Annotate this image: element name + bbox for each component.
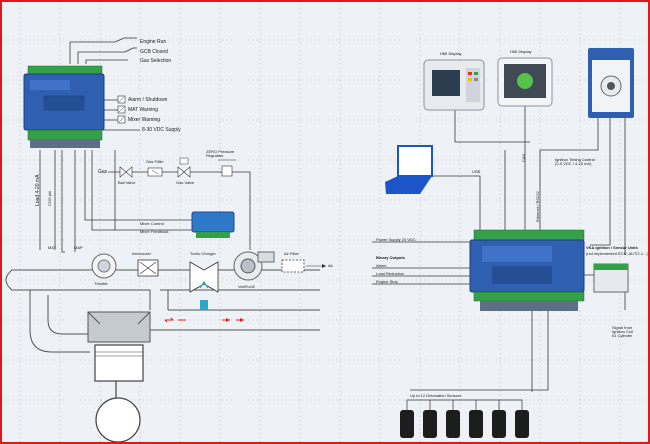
relay-switches — [118, 96, 125, 123]
air-filter — [281, 259, 326, 273]
throttle — [91, 253, 117, 279]
engine-stop-label: Engine Stop — [376, 279, 398, 284]
engine-cylinder — [87, 311, 151, 443]
gas-valve-label: Gas Valve — [176, 180, 195, 185]
sensors-label: Up to 12 Detonation Sensors — [410, 393, 462, 398]
hmi1-label: HMI Display — [440, 51, 462, 56]
air-filter-label: Air Filter — [284, 251, 299, 256]
left-controller — [23, 65, 105, 148]
detonation-sensors — [400, 399, 529, 438]
mixer-control-label: Mixer Control — [140, 221, 164, 226]
ignition-timing-label: Ignition Timing Control (0-5 VDC / 4-20 … — [555, 157, 595, 166]
binary-outputs-label: Binary Outputs — [376, 255, 405, 260]
hmi-display-2 — [497, 57, 553, 107]
knock-unit — [593, 263, 629, 293]
gas-label: Gas — [98, 169, 108, 175]
intercooler-label: Intercooler — [132, 251, 151, 256]
knock-title-label: VKA Ignition / Sensor Units — [586, 245, 638, 250]
usb-label: USB — [472, 169, 481, 174]
regulator-label: ZERO Pressure Regulator — [206, 149, 235, 158]
input-gas-selection: Gas Selection — [140, 58, 172, 64]
load-reduction-label: Load Reduction — [376, 271, 405, 276]
knock-sub-label: (not implemented ECU, AUTO-1...) — [586, 251, 648, 256]
throttle-label: Throttle — [94, 281, 108, 286]
intercooler — [137, 259, 159, 277]
gas-filter-label: Gas Filter — [146, 159, 164, 164]
laptop — [385, 145, 433, 194]
mixer-feedback-label: Mixer Feedback — [140, 229, 169, 234]
ball-valve-label: Ball Valve — [118, 180, 136, 185]
turbo-charger-label: Turbo Charger — [190, 251, 216, 256]
gas-train — [119, 157, 236, 178]
power-supply-label: Power Supply 24 VDC — [376, 237, 416, 242]
mixer-driver — [191, 211, 235, 238]
venturi-mixer — [233, 251, 275, 281]
flow-arrows — [164, 317, 244, 323]
hmi-display-1 — [423, 59, 485, 111]
mat-label: MAT — [48, 245, 57, 250]
output-mat-warning: MAT Warning — [128, 107, 158, 113]
venturi-label: VariFuel2 — [238, 284, 255, 289]
signal-from-label: Signal from Ignition Coil #1 Cylinder — [612, 325, 633, 338]
input-engine-run: Engine Run — [140, 39, 167, 45]
air-label: Air — [328, 263, 333, 268]
map-label: MAP — [74, 245, 83, 250]
hmi2-label: HMI Display — [510, 49, 532, 54]
output-supply: 8-30 VDC Supply — [142, 127, 181, 133]
turbo-charger — [189, 261, 219, 310]
ignition-unit — [588, 48, 634, 118]
output-alarm: Alarm / Shutdown — [128, 97, 168, 103]
output-mixer-warning: Mixer Warning — [128, 117, 161, 123]
alarm-label: Alarm — [376, 263, 387, 268]
right-wiring — [372, 105, 626, 392]
input-gcb-closed: GCB Closed — [140, 49, 168, 55]
right-controller — [469, 229, 585, 311]
